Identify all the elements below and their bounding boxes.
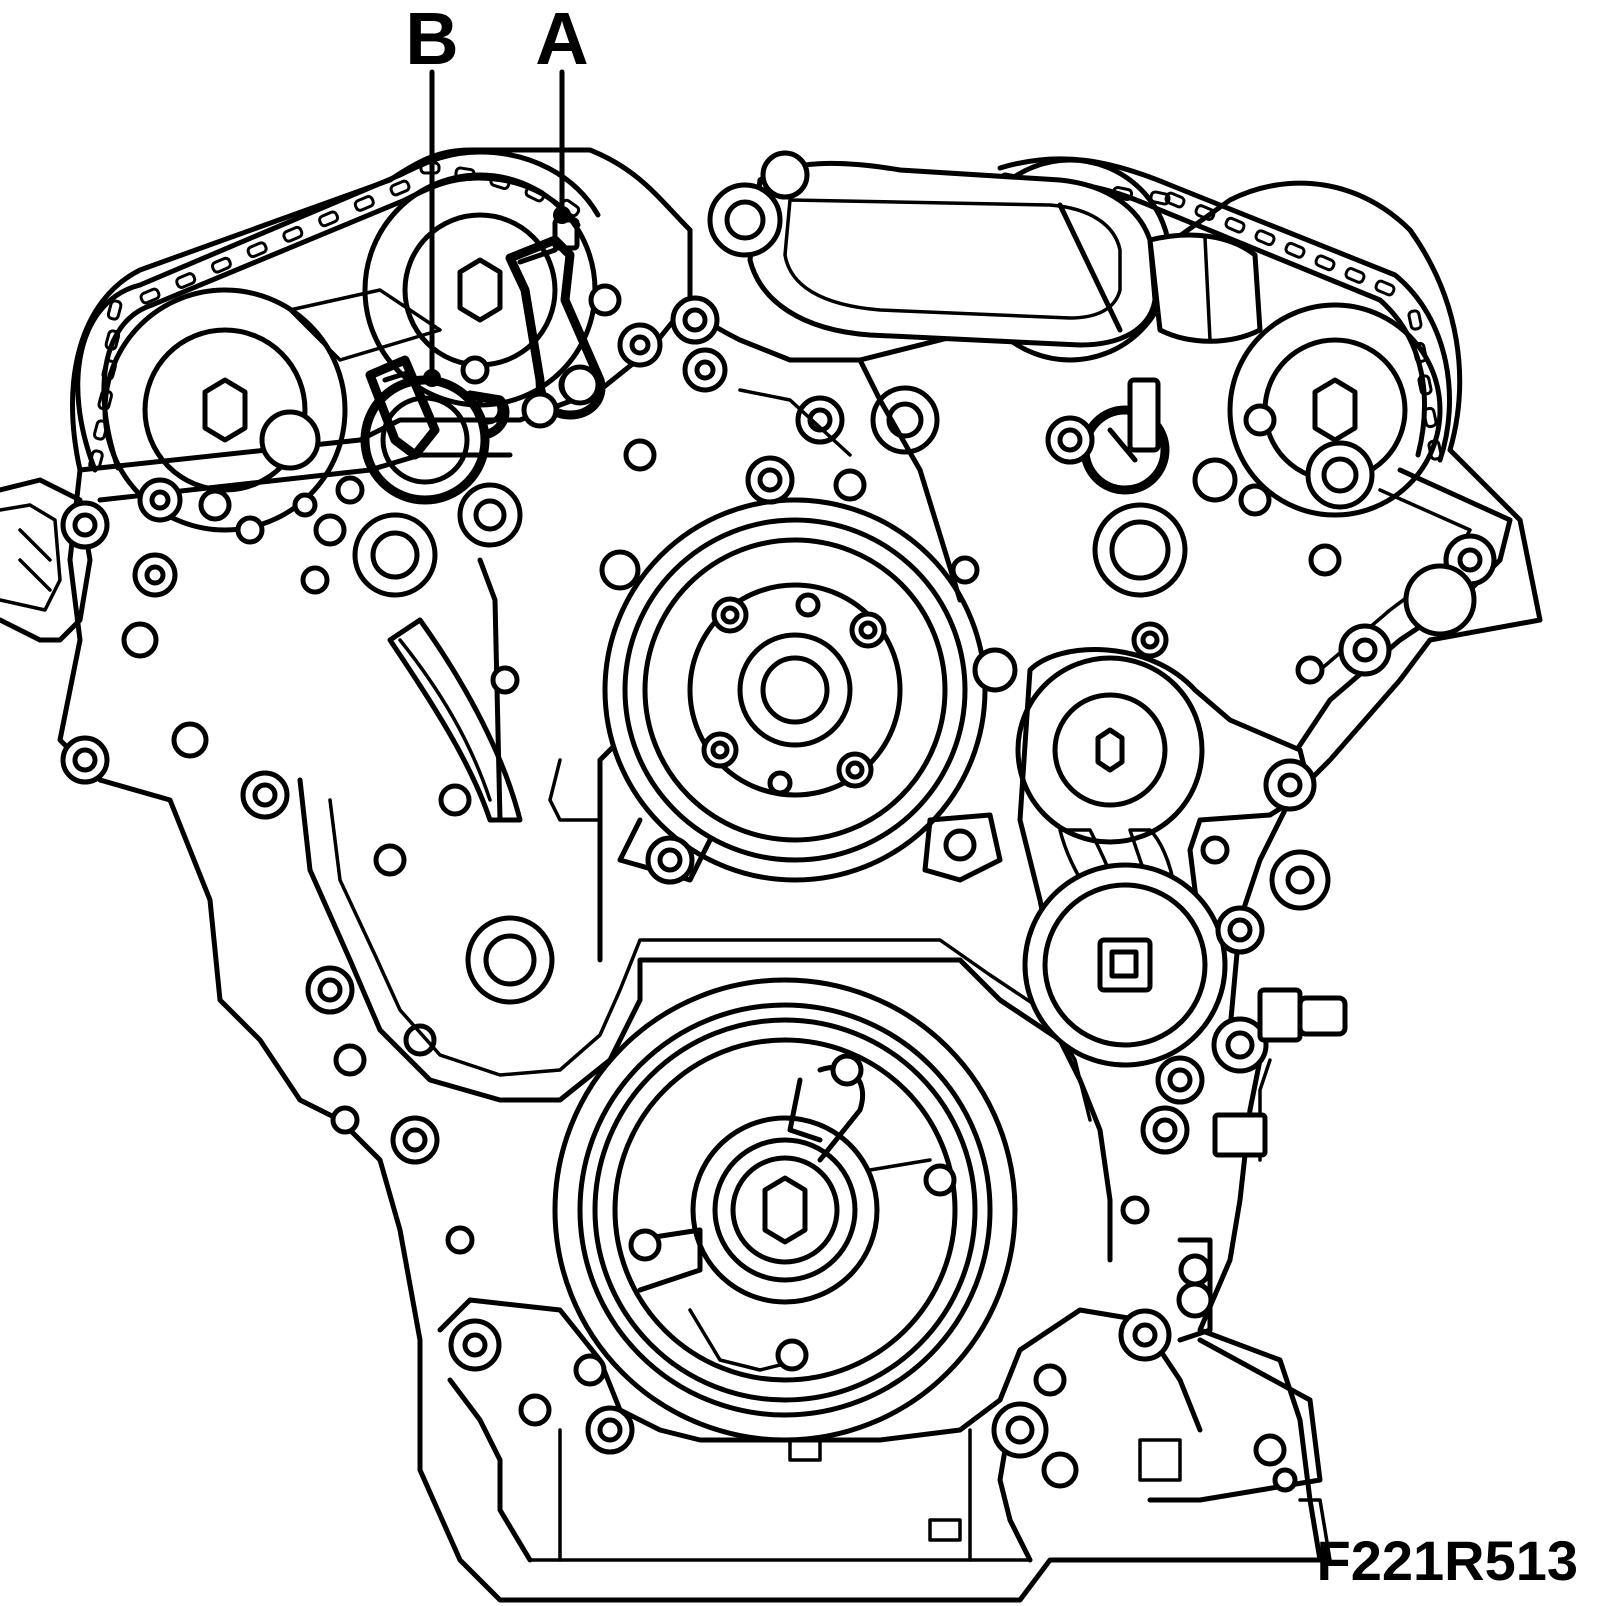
right-side-fitting (1120, 987, 1348, 1225)
callout-label-b: B (405, 0, 458, 80)
chain-link (1284, 241, 1306, 259)
lower-right-bracket (1138, 1237, 1332, 1562)
chain-link (1164, 191, 1186, 209)
chain-link (318, 210, 340, 228)
upper-coolant-pipe (707, 150, 1263, 348)
right-camshaft-position-sensor (1045, 377, 1277, 659)
chain-link (246, 241, 268, 259)
chain-link (1417, 374, 1433, 396)
chain-link (210, 256, 232, 274)
chain-link (1149, 190, 1171, 206)
right-chain-guide (1287, 440, 1513, 763)
oil-pan-lower-block (437, 1225, 1203, 1563)
chain-link (1374, 279, 1396, 297)
leader-dot-a (553, 206, 571, 224)
water-pump-housing (599, 357, 1018, 885)
chain-link (1111, 185, 1134, 202)
left-side-connector (0, 477, 93, 643)
chain-link (1314, 254, 1336, 272)
chain-link (1422, 406, 1438, 429)
chain-link (1344, 267, 1366, 284)
crankshaft-pulley (552, 977, 1018, 1443)
chain-link (389, 179, 411, 197)
callout-label-a: A (535, 0, 588, 80)
water-pump-pulley (602, 497, 988, 883)
chain-link (175, 272, 197, 289)
chain-link (1224, 216, 1246, 234)
chain-link (1254, 229, 1276, 247)
chain-link (139, 287, 161, 305)
callout-leaders (423, 69, 571, 387)
chain-link (353, 195, 375, 212)
leader-dot-b (423, 369, 441, 387)
left-chain-guide (387, 557, 523, 823)
belt-tensioner-idler-lower (1022, 835, 1331, 1074)
chain-link (1407, 309, 1423, 331)
chain-link (106, 299, 123, 321)
chain-link (282, 225, 304, 243)
chain-link (104, 329, 121, 351)
chain-link (1194, 204, 1216, 221)
left-cover-bolts (60, 283, 728, 1165)
figure-id: F221R513 (1316, 1529, 1578, 1592)
left-exhaust-camshaft-sprocket (102, 287, 348, 533)
